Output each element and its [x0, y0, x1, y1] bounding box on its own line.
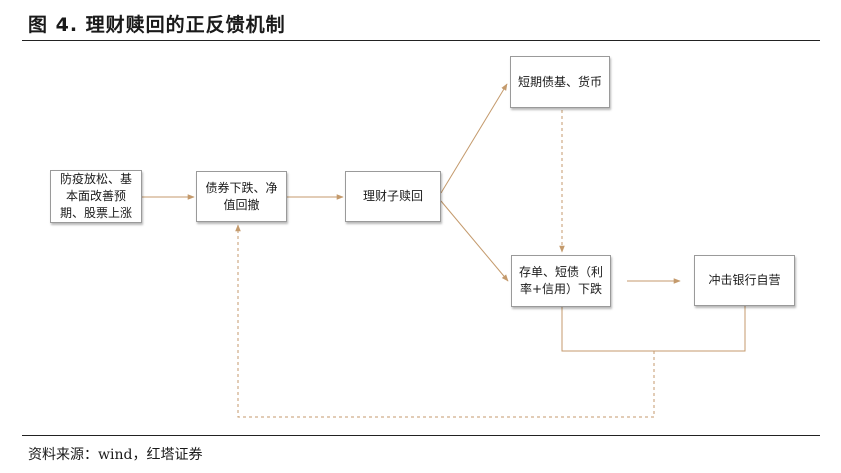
- node-easing: 防疫放松、基本面改善预期、股票上涨: [50, 170, 142, 223]
- node-bank-impact: 冲击银行自营: [694, 255, 795, 306]
- node-redemption: 理财子赎回: [345, 171, 441, 222]
- arrow-redemption-to-short-bond: [440, 83, 508, 194]
- node-deposit-fall: 存单、短债（利率+信用）下跌: [511, 255, 611, 307]
- arrow-redemption-to-deposit-fall: [440, 200, 509, 282]
- source-note: 资料来源：wind，红塔证券: [28, 447, 203, 463]
- node-bond-fall: 债券下跌、净值回撤: [196, 171, 287, 222]
- bottom-rule: [22, 435, 820, 436]
- figure-title: 图 4. 理财赎回的正反馈机制: [28, 14, 286, 36]
- feedback-loop-arrow: [235, 224, 655, 418]
- feedback-bracket: [561, 306, 746, 352]
- top-rule: [22, 40, 820, 41]
- node-short-bond: 短期债基、货币: [510, 56, 610, 108]
